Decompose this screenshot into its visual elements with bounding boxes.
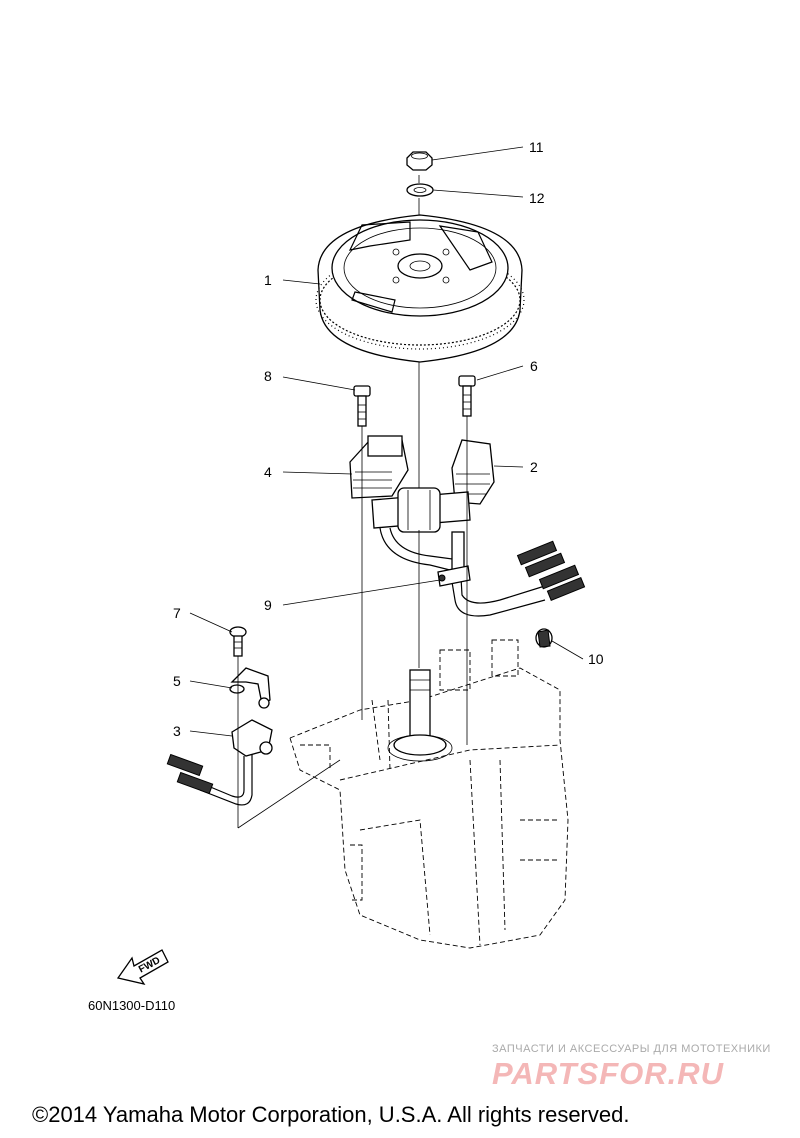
callout-4: 4 (264, 464, 272, 480)
part-11-nut[interactable] (406, 151, 433, 171)
copyright-notice: ©2014 Yamaha Motor Corporation, U.S.A. A… (32, 1102, 630, 1127)
callout-6: 6 (530, 358, 538, 374)
part-12-washer[interactable] (406, 183, 434, 197)
callout-5: 5 (173, 673, 181, 689)
wire-harness (379, 527, 586, 617)
callout-7: 7 (173, 605, 181, 621)
watermark-logo: PARTSFOR.RU (492, 1056, 725, 1091)
stator-assembly (371, 487, 471, 533)
part-7-screw[interactable] (229, 626, 247, 657)
part-1-flywheel[interactable] (315, 214, 525, 363)
callout-9: 9 (264, 597, 272, 613)
callout-leaders (189, 146, 584, 737)
part-8-bolt[interactable] (353, 385, 371, 427)
part-6-bolt[interactable] (458, 375, 476, 417)
callout-3: 3 (173, 723, 181, 739)
callout-2: 2 (530, 459, 538, 475)
callout-11: 11 (529, 139, 544, 155)
callout-10: 10 (588, 651, 604, 667)
callout-12: 12 (529, 190, 545, 206)
fwd-arrow-icon: FWD (116, 949, 169, 986)
part-10-grommet[interactable] (535, 628, 553, 648)
part-4-pulser-coil[interactable] (349, 435, 409, 499)
part-5-bracket[interactable] (229, 667, 271, 709)
engine-block-reference (289, 639, 569, 949)
part-9-clamp[interactable] (437, 565, 471, 587)
diagram-code: 60N1300-D110 (88, 998, 176, 1013)
watermark-tagline: ЗАПЧАСТИ И АКСЕССУАРЫ ДЛЯ МОТОТЕХНИКИ (492, 1043, 771, 1055)
callout-1: 1 (264, 272, 272, 288)
connector-cluster (516, 540, 586, 602)
part-3-sensor[interactable] (166, 719, 273, 806)
callout-8: 8 (264, 368, 272, 384)
